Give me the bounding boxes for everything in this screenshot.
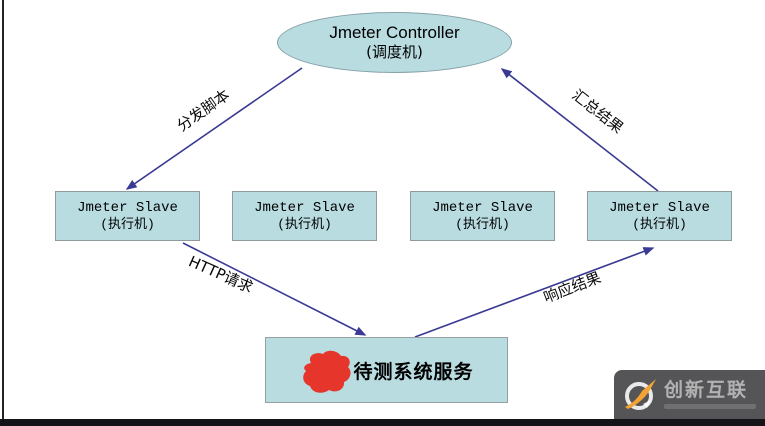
system-under-test-node: 待测系统服务 <box>265 337 508 403</box>
controller-subtitle: (调度机) <box>366 43 423 61</box>
left-border-line <box>2 0 4 419</box>
watermark-subtext-strip <box>664 404 756 409</box>
slave-node-2: Jmeter Slave (执行机) <box>232 191 377 241</box>
watermark-brand-text: 创新互联 <box>664 379 749 401</box>
slave-node-3: Jmeter Slave (执行机) <box>410 191 555 241</box>
slave-node-1: Jmeter Slave (执行机) <box>55 191 200 241</box>
slave-subtitle: (执行机) <box>632 216 687 232</box>
arrow-distribute-script <box>125 67 303 190</box>
edge-label-http-request: HTTP请求 <box>185 252 256 297</box>
slave-title: Jmeter Slave <box>609 199 710 216</box>
red-scribble-icon <box>303 350 352 393</box>
slave-subtitle: (执行机) <box>455 216 510 232</box>
controller-node: Jmeter Controller (调度机) <box>277 12 512 73</box>
edge-label-aggregate-results: 汇总结果 <box>568 85 627 137</box>
system-under-test-label: 待测系统服务 <box>353 360 474 383</box>
slave-title: Jmeter Slave <box>432 199 533 216</box>
slave-subtitle: (执行机) <box>100 216 155 232</box>
slave-title: Jmeter Slave <box>77 199 178 216</box>
slave-node-4: Jmeter Slave (执行机) <box>587 191 732 241</box>
brand-logo-icon <box>625 378 656 410</box>
controller-title: Jmeter Controller <box>329 23 460 42</box>
slave-subtitle: (执行机) <box>277 216 332 232</box>
edge-label-distribute-script: 分发脚本 <box>173 85 234 135</box>
edge-label-response-result: 响应结果 <box>540 268 604 307</box>
bottom-black-bar <box>0 419 765 426</box>
watermark-badge: 创新互联 <box>614 370 765 419</box>
slave-title: Jmeter Slave <box>254 199 355 216</box>
arrow-response-result <box>414 247 655 338</box>
